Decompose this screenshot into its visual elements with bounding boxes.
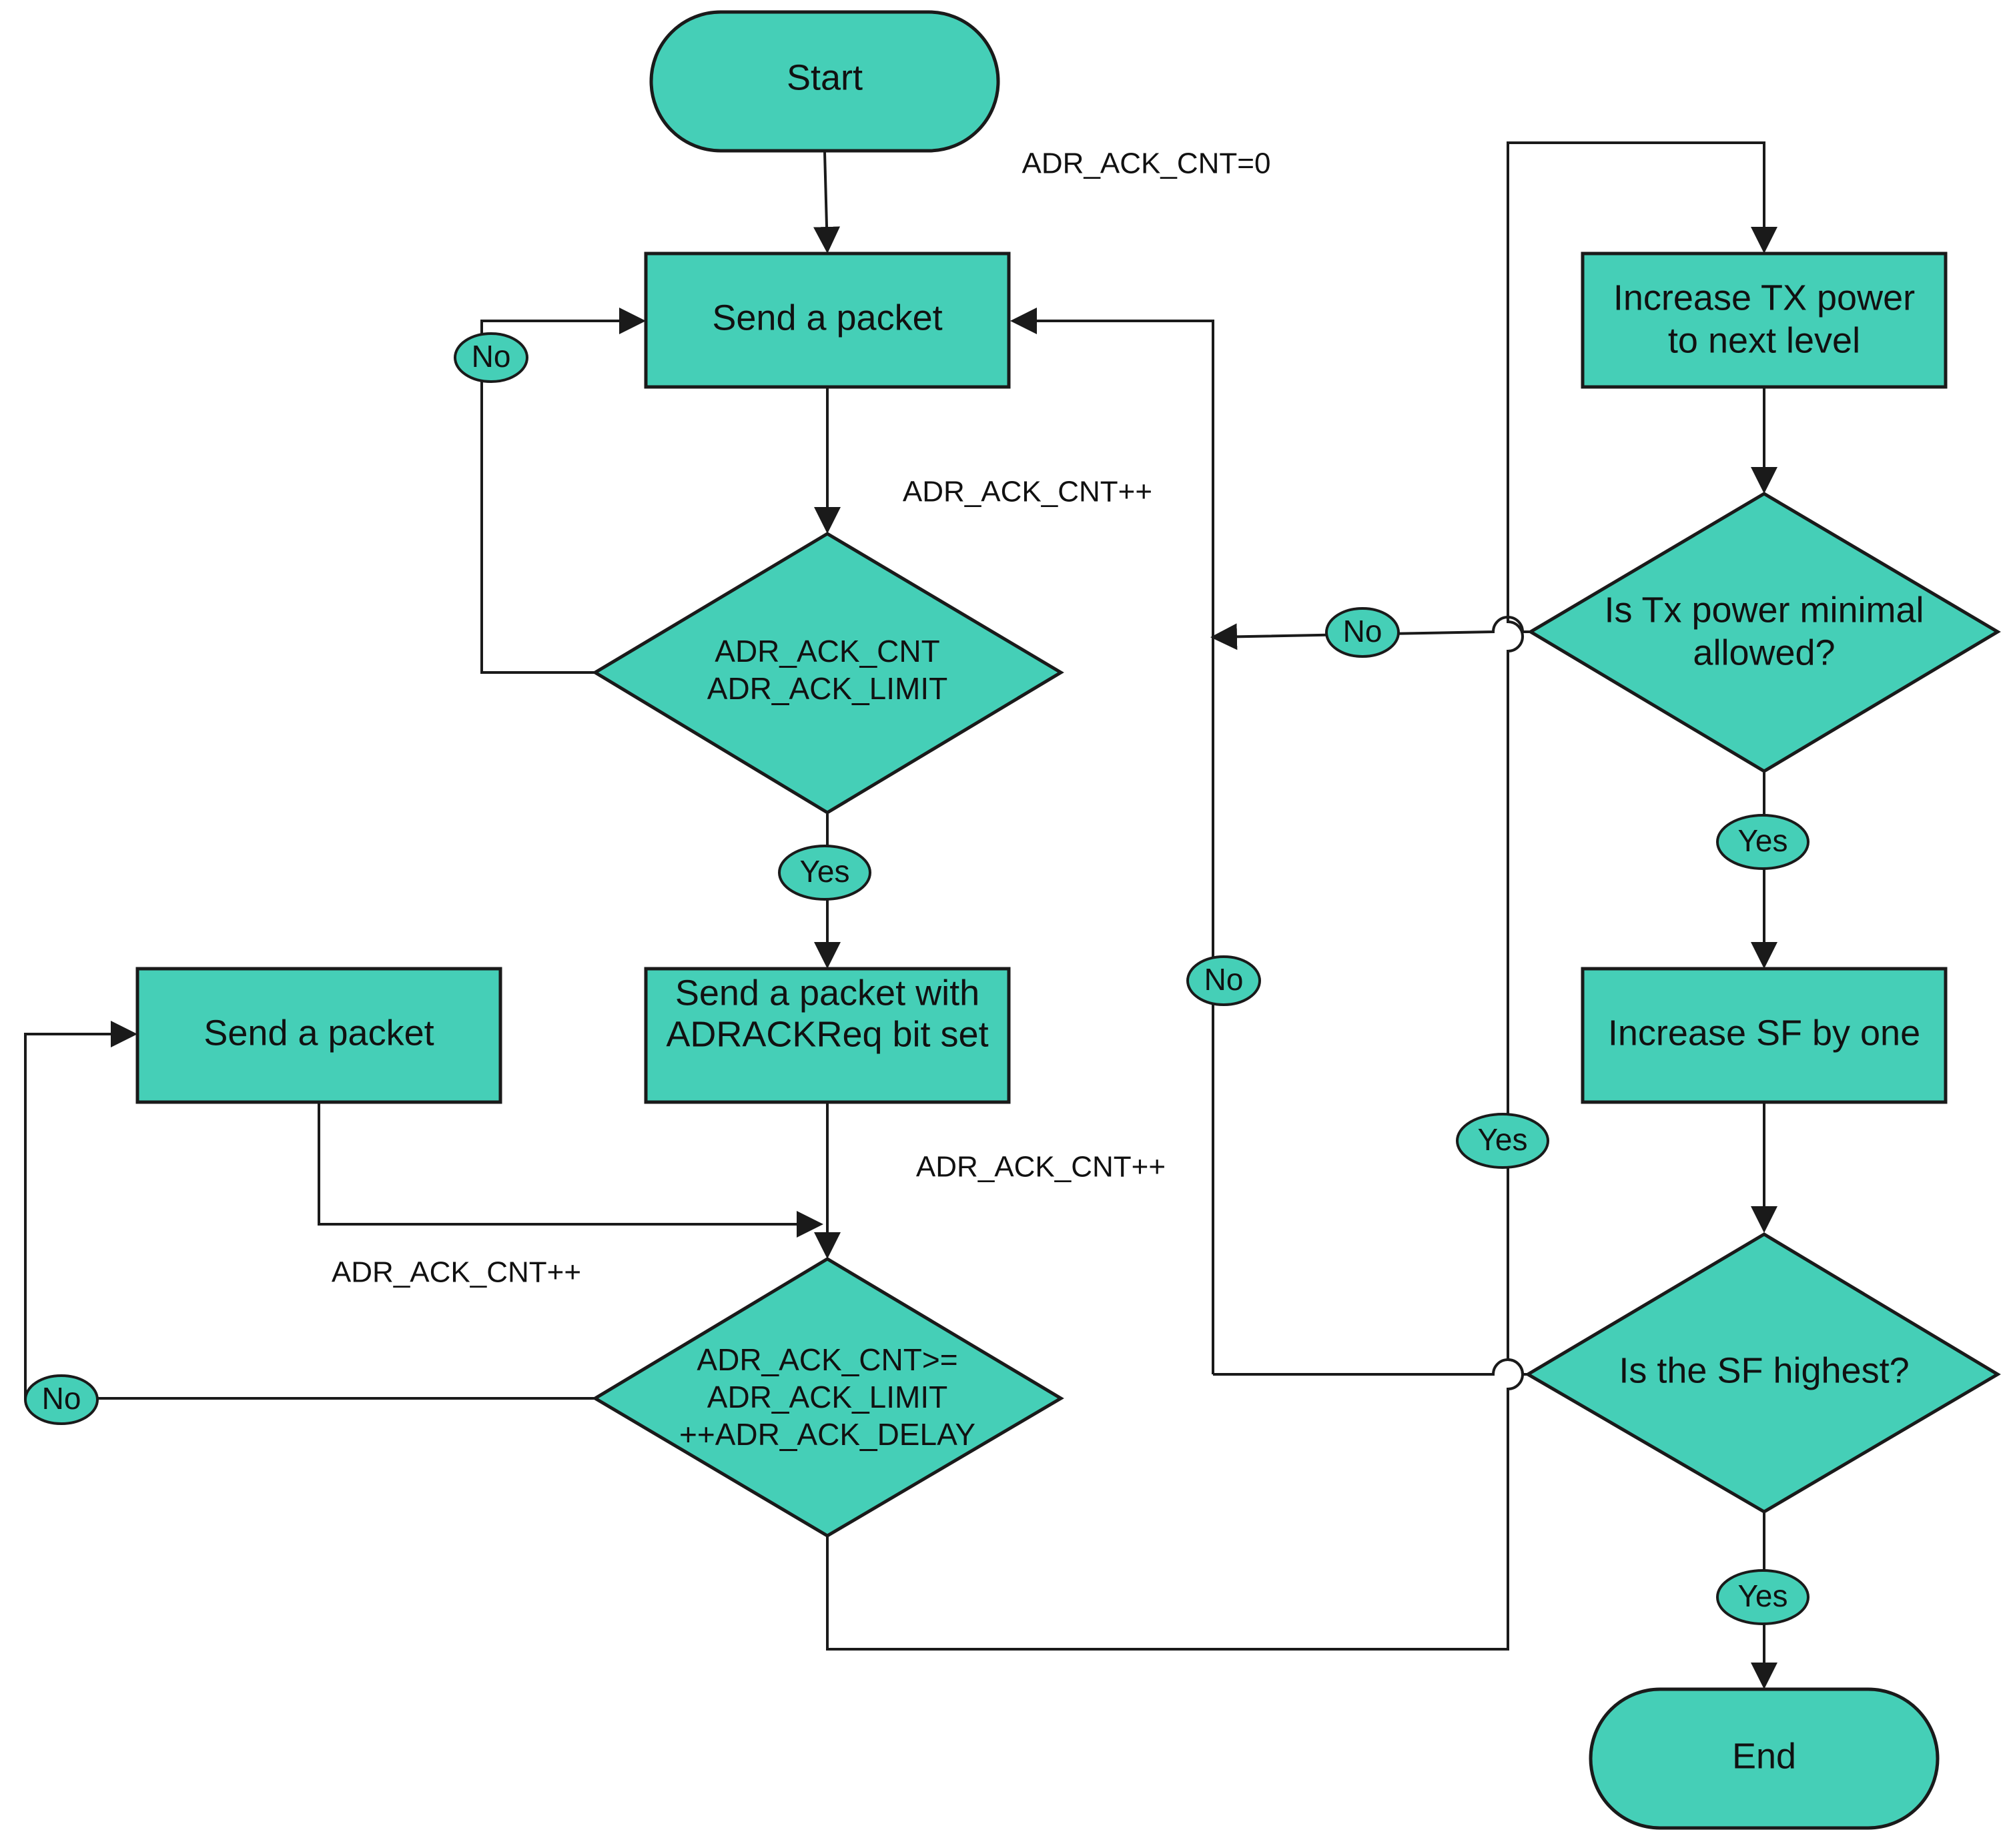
end-label: End: [1732, 1736, 1796, 1776]
branch-pill-yes-sf: Yes: [1716, 1569, 1809, 1625]
edge-label-init: ADR_ACK_CNT=0: [1022, 147, 1271, 180]
send-adrackreq-line-2: ADRACKReq bit set: [666, 1014, 988, 1054]
edge-label-inc-3: ADR_ACK_CNT++: [332, 1256, 581, 1289]
branch-pill-yes-tx: Yes: [1716, 814, 1809, 870]
branch-pill-yes-1: Yes: [778, 845, 871, 901]
edge-label-inc-2: ADR_ACK_CNT++: [916, 1151, 1166, 1184]
start-node: Start: [649, 10, 1000, 153]
decision-2-line-2: ADR_ACK_LIMIT: [707, 1380, 947, 1414]
connector-decision2-yes-path: [826, 141, 1777, 1651]
start-label: Start: [787, 57, 863, 97]
connector-send2-to-join: [318, 1103, 823, 1238]
svg-text:No: No: [1343, 614, 1382, 648]
increase-sf-node: Increase SF by one: [1581, 967, 1948, 1104]
connector-decision-tx-no: [1210, 616, 1531, 650]
branch-pill-no-1: No: [454, 332, 528, 383]
increase-tx-line-1: Increase TX power: [1613, 278, 1915, 318]
decision-tx-line-1: Is Tx power minimal: [1604, 590, 1924, 630]
branch-pill-no-2: No: [24, 1374, 99, 1425]
connector-decision2-no-loop: [24, 1021, 595, 1400]
svg-text:No: No: [472, 339, 511, 374]
connector-decision1-no-loop: [480, 308, 646, 674]
branch-pill-no-tx: No: [1325, 607, 1400, 658]
decision-tx-node: Is Tx power minimal allowed?: [1527, 492, 2001, 773]
send-packet-node-2: Send a packet: [135, 967, 502, 1104]
increase-tx-line-2: to next level: [1668, 320, 1860, 360]
increase-sf-label: Increase SF by one: [1608, 1013, 1920, 1053]
decision-1-line-2: ADR_ACK_LIMIT: [707, 671, 947, 706]
svg-text:Yes: Yes: [799, 854, 849, 889]
decision-2-line-3: ++ADR_ACK_DELAY: [679, 1417, 975, 1452]
svg-text:Yes: Yes: [1737, 1578, 1787, 1613]
increase-tx-node: Increase TX power to next level: [1581, 252, 1948, 389]
decision-sf-label: Is the SF highest?: [1619, 1350, 1909, 1390]
send-packet-label-2: Send a packet: [204, 1013, 434, 1053]
send-packet-label-1: Send a packet: [712, 298, 942, 338]
decision-node-1: ADR_ACK_CNT ADR_ACK_LIMIT: [592, 532, 1064, 815]
decision-1-line-1: ADR_ACK_CNT: [715, 634, 939, 668]
send-adrackreq-node: Send a packet with ADRACKReq bit set: [644, 967, 1011, 1104]
svg-text:No: No: [1204, 962, 1244, 997]
end-node: End: [1589, 1687, 1940, 1830]
edge-label-inc-1: ADR_ACK_CNT++: [903, 476, 1152, 508]
branch-pill-no-sf: No: [1186, 955, 1261, 1006]
decision-2-line-1: ADR_ACK_CNT>=: [697, 1342, 957, 1377]
decision-tx-line-2: allowed?: [1693, 632, 1835, 672]
svg-text:Yes: Yes: [1477, 1122, 1527, 1157]
branch-pill-yes-cross: Yes: [1456, 1113, 1549, 1169]
decision-sf-node: Is the SF highest?: [1525, 1232, 2001, 1514]
send-packet-node-1: Send a packet: [644, 252, 1011, 389]
svg-text:No: No: [42, 1381, 81, 1416]
decision-node-2: ADR_ACK_CNT>= ADR_ACK_LIMIT ++ADR_ACK_DE…: [592, 1257, 1064, 1538]
connector-return-to-send: [1010, 308, 1214, 1374]
connector-decision-sf-no: [1213, 1358, 1528, 1376]
connector-start-to-send: [813, 151, 841, 254]
svg-text:Yes: Yes: [1737, 823, 1787, 858]
edge-labels: ADR_ACK_CNT=0 ADR_ACK_CNT++ ADR_ACK_CNT+…: [332, 147, 1271, 1289]
send-adrackreq-line-1: Send a packet with: [675, 973, 979, 1013]
